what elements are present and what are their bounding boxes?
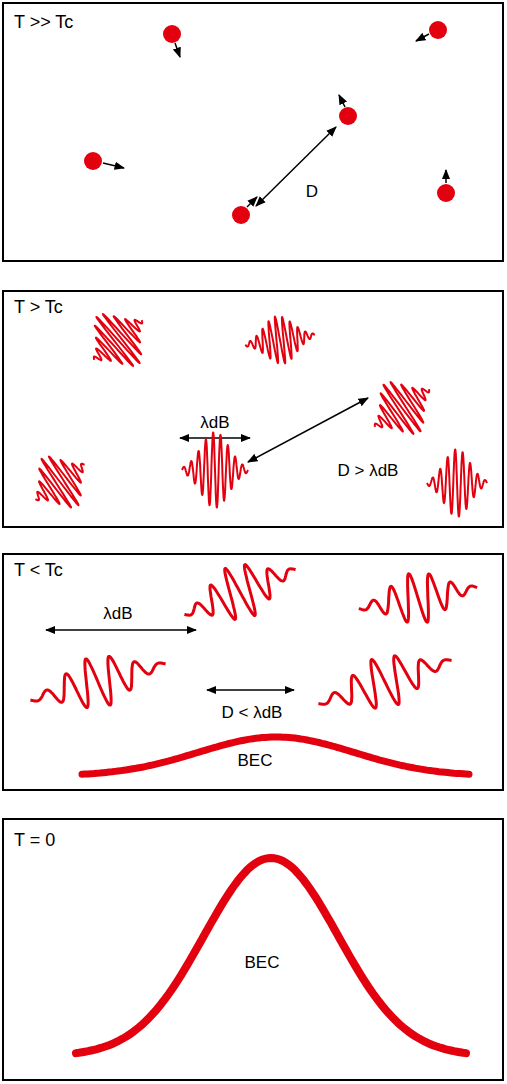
temperature-label: T >> Tc [14, 13, 73, 31]
wave-packet [184, 565, 295, 620]
wave-packet [375, 382, 429, 434]
wave-packet [318, 656, 451, 708]
diagram-label: D < λdB [222, 704, 283, 721]
diagram-label: λdB [200, 414, 229, 431]
panel-box: T = 0 BEC [2, 818, 504, 1081]
diagram-label: BEC [245, 954, 280, 971]
bec-curves [76, 737, 469, 1053]
wave-packet [35, 457, 84, 508]
wave-packet [30, 656, 165, 707]
diagram-label: D [306, 183, 318, 200]
wave-packets [30, 314, 487, 708]
temperature-label: T = 0 [14, 831, 55, 849]
diagram-label: λdB [103, 605, 132, 622]
wave-packet [359, 574, 477, 622]
wave-packet [245, 317, 314, 364]
panel-box: T > Tc λdB D > λdB [2, 290, 504, 528]
panel-box: T < Tc λdB D < λdB BEC [2, 553, 504, 791]
temperature-label: T < Tc [14, 561, 63, 579]
temperature-label: T > Tc [14, 298, 63, 316]
diagram-label: D > λdB [338, 462, 399, 479]
wave-packet [427, 450, 487, 517]
wave-packet [182, 433, 248, 508]
panel-box: T >> Tc D [2, 2, 504, 262]
wave-packet [94, 314, 142, 366]
diagram-label: BEC [238, 752, 273, 769]
